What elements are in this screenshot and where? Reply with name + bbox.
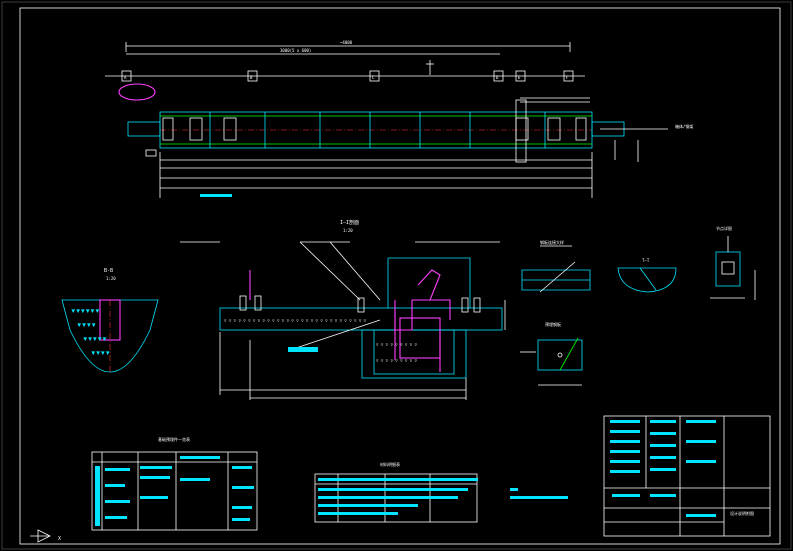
table-mid-title: 材料明细表	[380, 461, 400, 467]
right-callout-text: 箱体/钢架	[675, 123, 693, 129]
detail-plate-connection: 钢板连接大样	[521, 239, 591, 293]
detail-t-t: T—T	[617, 258, 677, 293]
slab-hatch: ▽ ▽ ▽ ▽ ▽ ▽ ▽ ▽ ▽ ▽ ▽ ▽ ▽ ▽ ▽ ▽ ▽ ▽ ▽ ▽ …	[224, 318, 367, 323]
svg-text:▽ ▽ ▽ ▽ ▽ ▽ ▽ ▽ ▽: ▽ ▽ ▽ ▽ ▽ ▽ ▽ ▽ ▽	[376, 342, 418, 347]
section-b-b-scale: 1:20	[106, 276, 116, 281]
detail-d-title: 预埋钢板	[545, 321, 561, 327]
title-block: 设计说明附图	[603, 415, 771, 537]
svg-text:▽ ▽ ▽ ▽ ▽ ▽: ▽ ▽ ▽ ▽ ▽ ▽	[72, 308, 99, 313]
axis-marker-d: D	[496, 75, 499, 80]
section-b-b-title: B-B	[104, 268, 113, 274]
detail-c-title: 节点详图	[716, 225, 732, 231]
axis-marker-e: E	[518, 75, 521, 80]
anchor-bolts	[239, 295, 481, 313]
table-embedded-parts: 基础预埋件一览表	[91, 436, 258, 531]
bearing-blocks	[162, 117, 587, 141]
top-elevation-view: ~4000 3000(5 x 600) A B C D E F	[105, 40, 693, 198]
svg-text:▽ ▽ ▽ ▽: ▽ ▽ ▽ ▽	[78, 322, 95, 327]
concrete-hatch-left: ▽ ▽ ▽ ▽ ▽ ▽ ▽ ▽ ▽ ▽ ▽ ▽ ▽ ▽ ▽ ▽ ▽ ▽ ▽	[72, 308, 110, 356]
inner-dimension-text: 3000(5 x 600)	[280, 48, 311, 53]
axis-markers: A B C D E F	[121, 70, 574, 82]
ucs-coordinate-icon: X	[30, 529, 61, 543]
detail-b-title: T—T	[642, 258, 650, 263]
overall-dimension-text: ~4000	[340, 40, 353, 45]
detail-embedded-plate: 预埋钢板	[520, 321, 583, 386]
detail-a-title: 钢板连接大样	[540, 239, 564, 245]
section-i-i-title: I—I剖面	[340, 219, 359, 226]
table-materials: 材料明细表	[314, 461, 568, 523]
section-i-i-scale: 1:20	[343, 228, 353, 233]
axis-marker-c: C	[372, 75, 375, 80]
axis-marker-b: B	[250, 75, 253, 80]
table-left-title: 基础预埋件一览表	[158, 436, 190, 442]
detail-node: 节点详图	[710, 225, 756, 300]
equipment-magenta	[394, 269, 451, 372]
svg-text:▽ ▽ ▽ ▽ ▽ ▽ ▽ ▽ ▽: ▽ ▽ ▽ ▽ ▽ ▽ ▽ ▽ ▽	[376, 358, 418, 363]
svg-text:▽ ▽ ▽ ▽ ▽: ▽ ▽ ▽ ▽ ▽	[84, 336, 106, 341]
section-b-b: B-B 1:20 ▽ ▽ ▽ ▽ ▽ ▽ ▽ ▽ ▽ ▽ ▽ ▽ ▽ ▽ ▽ ▽…	[61, 268, 159, 373]
svg-text:▽ ▽ ▽ ▽: ▽ ▽ ▽ ▽	[92, 350, 109, 355]
beam-stiffeners	[209, 112, 546, 148]
section-i-i: I—I剖面 1:20 ▽ ▽ ▽ ▽ ▽ ▽ ▽ ▽ ▽ ▽ ▽ ▽ ▽ ▽ ▽…	[180, 219, 506, 400]
revision-cloud	[118, 83, 156, 101]
axis-marker-a: A	[124, 75, 127, 80]
axis-marker-f: F	[566, 75, 569, 80]
sheet-frame	[19, 7, 781, 545]
ucs-x-label: X	[58, 536, 61, 542]
title-block-name: 设计说明附图	[730, 510, 754, 516]
